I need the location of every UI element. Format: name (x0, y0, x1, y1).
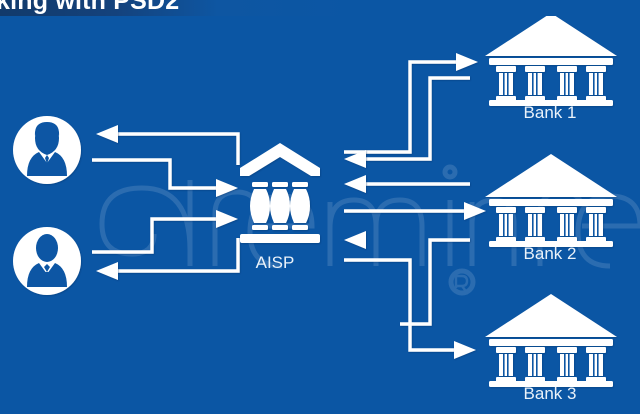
bank-building-icon-bank-3 (485, 294, 617, 387)
arrowhead-to-aisp-upper-left (216, 179, 238, 197)
link-aisp-to-user-male (112, 238, 240, 273)
person-male-icon (13, 227, 81, 295)
arrowhead-to-aisp-lower-left (216, 210, 238, 228)
link-bank-1-to-aisp (360, 76, 470, 161)
title-text: king with PSD2 (0, 0, 180, 15)
link-aisp-to-bank-3 (344, 258, 458, 352)
bank-building-icon-bank-2 (485, 154, 617, 247)
bank-building-icon-aisp (240, 143, 320, 243)
bank-3-label: Bank 3 (523, 384, 577, 403)
arrowhead-from-bank-2 (344, 175, 366, 193)
bank-2-label: Bank 2 (523, 244, 577, 263)
arrowhead-to-user-female (96, 125, 118, 143)
link-aisp-to-bank-1 (344, 60, 460, 154)
title-banner: king with PSD2 (0, 0, 640, 16)
bank-building-icon-bank-1 (485, 13, 617, 106)
link-aisp-to-user-female (112, 132, 240, 165)
arrowhead-from-bank-3 (344, 231, 366, 249)
arrowhead-to-bank-2 (464, 202, 486, 220)
arrowhead-from-bank-1 (344, 150, 366, 168)
arrowhead-to-user-male (96, 262, 118, 280)
bank-1-label: Bank 1 (523, 103, 577, 122)
arrowhead-to-bank-3 (454, 341, 476, 359)
link-bank-3-to-aisp (400, 238, 470, 326)
aisp-label: AISP (255, 253, 295, 272)
link-user-female-to-aisp (92, 158, 218, 190)
arrowhead-to-bank-1 (456, 53, 478, 71)
link-user-male-to-aisp (92, 217, 218, 254)
person-female-icon (13, 116, 81, 184)
